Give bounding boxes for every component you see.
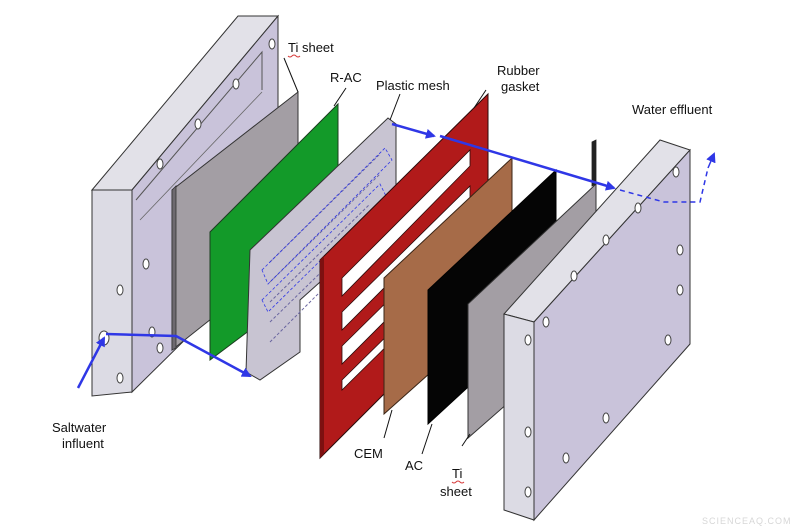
label-ti-sheet-top: Ti sheet <box>288 40 334 55</box>
mesh-top-flow-arrow <box>391 122 436 139</box>
saltwater-influent-arrow <box>76 336 106 389</box>
label-rubber-gasket-line2: gasket <box>501 79 540 94</box>
label-ti-sheet-bottom-line1: Ti <box>452 466 462 481</box>
leader-lines <box>283 57 487 455</box>
label-ti-sheet-bottom-line2: sheet <box>440 484 472 499</box>
label-r-ac: R-AC <box>330 70 362 85</box>
flow-arrows <box>76 122 716 389</box>
label-saltwater-line2: influent <box>62 436 104 451</box>
spellcheck-underline-ti-bottom <box>451 480 465 484</box>
watermark: SCIENCEAQ.COM <box>702 516 792 526</box>
spellcheck-underline-ti-top <box>287 54 301 58</box>
right-end-plate-bolt-holes <box>524 166 684 498</box>
inlet-flow-arrow <box>105 332 252 378</box>
right-end-plate <box>503 139 691 522</box>
label-ac: AC <box>405 458 423 473</box>
label-cem: CEM <box>354 446 383 461</box>
left-end-plate-bolt-holes <box>98 38 276 384</box>
label-water-effluent: Water effluent <box>632 102 713 117</box>
label-rubber-gasket-line1: Rubber <box>497 63 540 78</box>
labels: Ti sheet R-AC Plastic mesh Rubber gasket… <box>52 40 792 526</box>
label-plastic-mesh: Plastic mesh <box>376 78 450 93</box>
outlet-hidden-flow-line <box>619 167 709 203</box>
label-saltwater-line1: Saltwater <box>52 420 107 435</box>
through-stack-flow-arrow <box>439 134 616 191</box>
water-effluent-arrow <box>706 152 716 169</box>
